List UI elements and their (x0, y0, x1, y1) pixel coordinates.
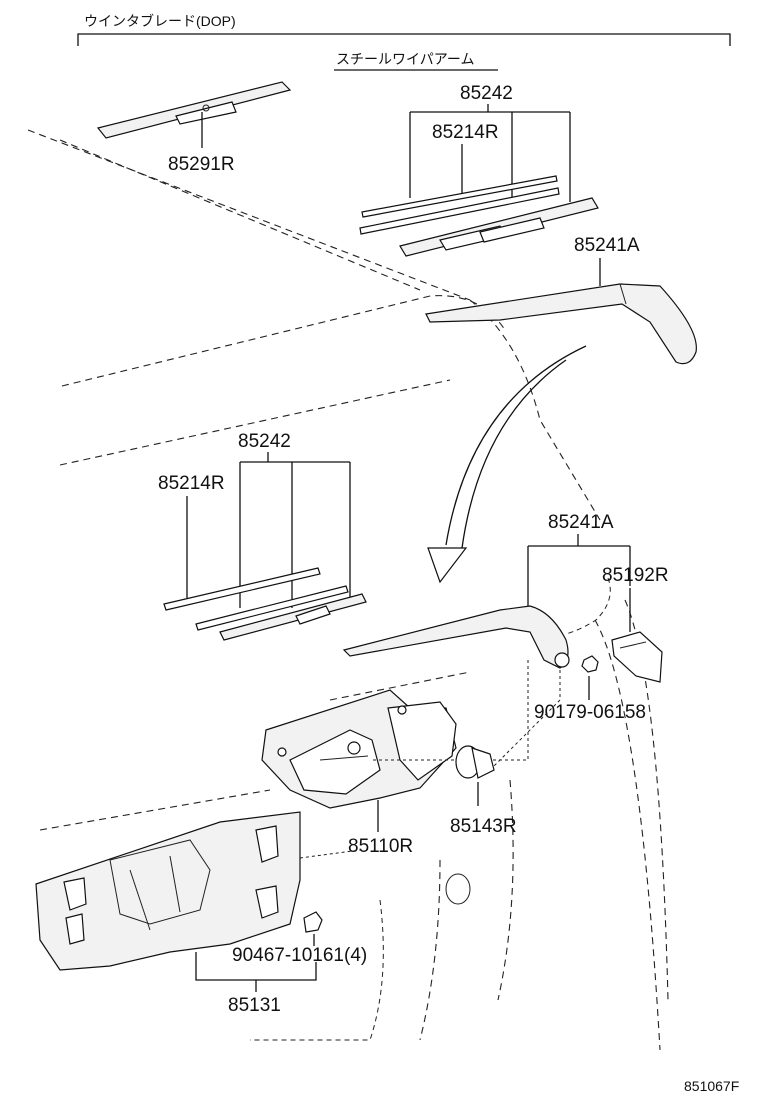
cover-85131: 85131 (35, 811, 317, 1016)
callout-85143R: 85143R (450, 816, 517, 837)
assembly-arrow (427, 345, 587, 584)
callout-85291R: 85291R (168, 154, 235, 175)
grommet-85143R: 85143R (450, 745, 517, 837)
clip-90467-10161: 90467-10161(4) (232, 911, 367, 966)
callout-85110R: 85110R (348, 836, 413, 857)
alignment-lines (299, 660, 561, 859)
callout-85241A-top: 85241A (574, 235, 640, 256)
nut-90179-06158: 90179-06158 (534, 655, 646, 723)
callout-85242-top: 85242 (460, 83, 513, 104)
diagram-code: 851067F (684, 1078, 739, 1094)
group-label: ウインタブレード(DOP) (84, 13, 236, 29)
header-bracket: ウインタブレード(DOP) スチールワイパアーム (77, 13, 731, 71)
callout-85131: 85131 (228, 995, 281, 1016)
blade-assembly-mid: 85242 85214R (158, 431, 367, 641)
callout-85214R-mid: 85214R (158, 473, 225, 494)
callout-85242-mid: 85242 (238, 431, 291, 452)
subgroup-label: スチールワイパアーム (336, 51, 474, 67)
callout-90179-06158: 90179-06158 (534, 702, 646, 723)
wiper-arm-top: 85241A (425, 235, 697, 365)
callout-85241A-mid: 85241A (548, 512, 614, 533)
blade-assembly-top: 85242 85214R (359, 83, 599, 257)
wiper-arm-mid: 85241A (342, 512, 631, 669)
arm-cap-85192R: 85192R (602, 565, 669, 683)
callout-85214R-top: 85214R (432, 122, 499, 143)
vehicle-body-outline (27, 129, 669, 1051)
callout-90467-10161: 90467-10161(4) (232, 945, 367, 966)
winter-blade-85291R: 85291R (96, 81, 292, 175)
callout-85192R: 85192R (602, 565, 669, 586)
